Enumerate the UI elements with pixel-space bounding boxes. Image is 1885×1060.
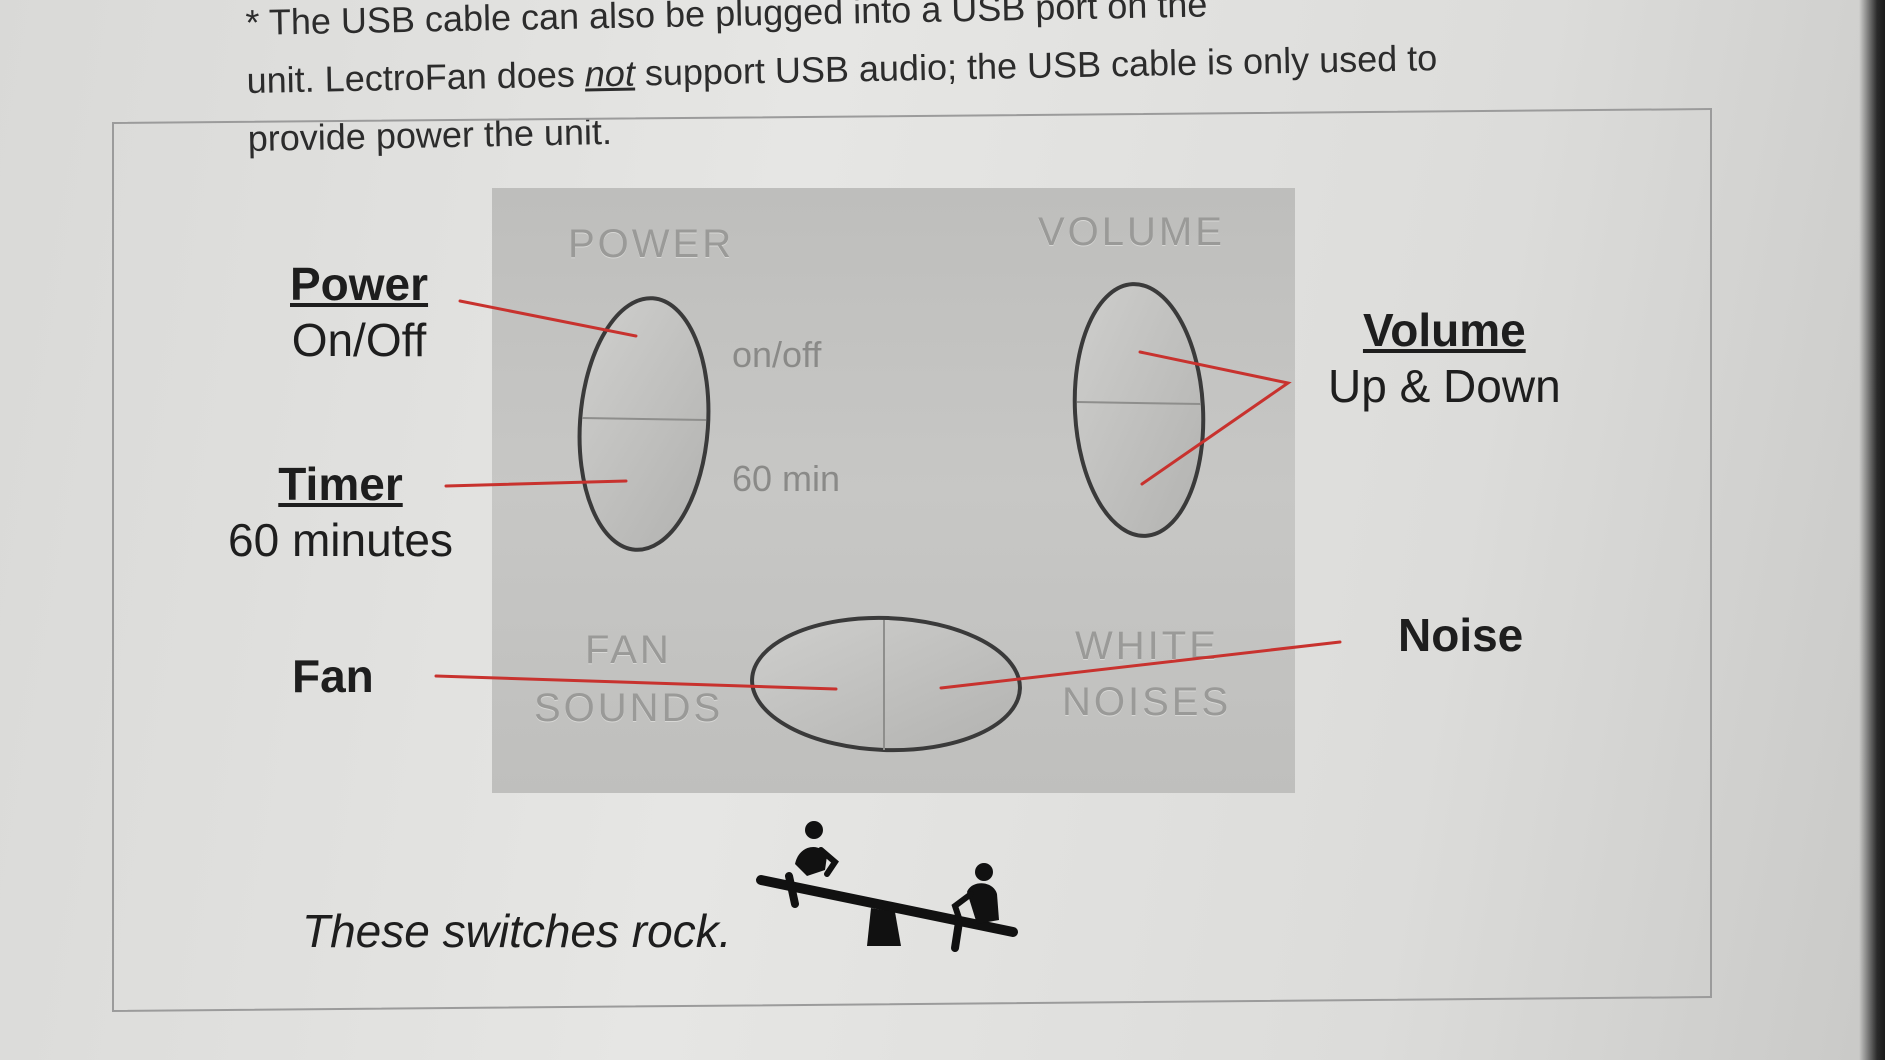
panel-timer-label: 60 min [732, 458, 841, 499]
volume-callout-sub: Up & Down [1328, 360, 1561, 412]
fan-callout-title: Fan [292, 650, 374, 702]
noise-callout: Noise [1398, 607, 1523, 663]
intro-line-2-end: support USB audio; the USB cable is only… [634, 37, 1438, 94]
power-callout-sub: On/Off [291, 314, 427, 366]
power-timer-rocker-switch[interactable] [572, 290, 722, 560]
fan-callout: Fan [292, 648, 374, 704]
volume-rocker-switch[interactable] [1067, 276, 1217, 546]
timer-callout: Timer 60 minutes [228, 456, 453, 568]
noise-callout-title: Noise [1398, 609, 1524, 661]
page-edge-shadow [1859, 0, 1885, 1060]
intro-emphasis: not [584, 52, 636, 95]
panel-noises-label: NOISES [1062, 680, 1232, 724]
panel-white-label: WHITE [1075, 624, 1219, 668]
panel-sounds-label: SOUNDS [534, 686, 724, 730]
panel-power-label: POWER [568, 222, 735, 266]
panel-volume-label: VOLUME [1038, 210, 1225, 254]
power-callout-title: Power [290, 258, 429, 310]
fan-noise-rocker-switch[interactable] [744, 612, 1034, 762]
volume-callout-title: Volume [1362, 304, 1526, 356]
tagline: These switches rock. [302, 905, 732, 957]
panel-fan-label: FAN [585, 628, 672, 672]
control-panel: POWER VOLUME on/off 60 min FAN SOUNDS WH… [492, 188, 1295, 793]
intro-line-2-start: unit. LectroFan does [246, 53, 586, 101]
volume-callout: Volume Up & Down [1328, 302, 1561, 414]
panel-onoff-label: on/off [732, 334, 822, 375]
power-callout: Power On/Off [290, 256, 428, 368]
seesaw-icon [756, 821, 1018, 952]
timer-callout-sub: 60 minutes [228, 514, 454, 566]
timer-callout-title: Timer [278, 458, 403, 510]
